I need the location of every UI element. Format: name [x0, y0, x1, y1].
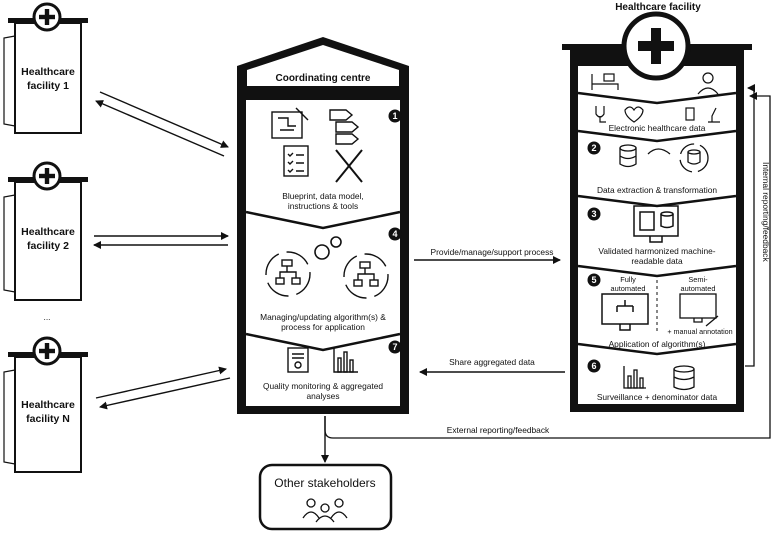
- gears-icon: [314, 236, 342, 260]
- microscope-icon: [708, 107, 720, 123]
- checklist-icon: [283, 145, 309, 177]
- facility-2-line2: facility 2: [27, 240, 69, 252]
- transform-cycle-icon: [679, 143, 709, 173]
- denominator-database-icon: [673, 365, 695, 391]
- algorithm-cycle-icon-left: [265, 251, 311, 297]
- database-icon: [619, 144, 637, 168]
- step-4-line2: process for application: [281, 322, 365, 332]
- semi-automated-monitor-icon: [679, 293, 719, 327]
- doctor-icon: [697, 72, 719, 95]
- step-5-label: Application of algorithm(s): [609, 339, 706, 349]
- bar-chart-icon: [333, 348, 358, 373]
- fully-automated-monitor-icon: [601, 293, 649, 331]
- internal-feedback-label: Internal reporting/feedback: [761, 162, 771, 262]
- step-7-line1: Quality monitoring & aggregated: [263, 381, 383, 391]
- share-label: Share aggregated data: [449, 357, 535, 367]
- monitor-data-icon: [633, 205, 679, 243]
- certificate-icon: [287, 347, 309, 373]
- hospital-bed-icon: [591, 73, 619, 90]
- step-2-label: Data extraction & transformation: [597, 185, 717, 195]
- facility-2-line1: Healthcare: [21, 226, 75, 238]
- step-7-line2: analyses: [306, 391, 339, 401]
- step-number-1: 1: [392, 111, 397, 121]
- step-badge-7: [388, 340, 402, 354]
- provide-label: Provide/manage/support process: [431, 247, 554, 257]
- fully-line1: Fully: [620, 275, 636, 284]
- algorithm-cycle-icon-right: [343, 253, 389, 299]
- facility-2: Healthcare facility 2: [3, 161, 88, 301]
- surveillance-chart-icon: [623, 366, 646, 389]
- semi-line2: automated: [681, 284, 716, 293]
- stakeholders-label: Other stakeholders: [274, 476, 375, 490]
- facility-n-line1: Healthcare: [21, 399, 75, 411]
- step-3-line2: readable data: [631, 256, 683, 266]
- manual-annotation: + manual annotation: [667, 327, 732, 336]
- data-model-icon: [329, 109, 360, 145]
- other-stakeholders: Other stakeholders: [258, 463, 393, 531]
- step-1-line2: instructions & tools: [288, 201, 358, 211]
- stethoscope-icon: [595, 106, 606, 123]
- step-number-3: 3: [591, 209, 596, 219]
- external-feedback-label: External reporting/feedback: [447, 425, 550, 435]
- step-badge-5: [587, 273, 601, 287]
- step-badge-6: [587, 359, 601, 373]
- facility-right-title: Healthcare facility: [615, 2, 701, 13]
- step-number-2: 2: [591, 143, 596, 153]
- step-number-5: 5: [591, 275, 596, 285]
- step-badge-2: [587, 141, 601, 155]
- left-arrows: [93, 91, 231, 410]
- step-1-line1: Blueprint, data model,: [282, 191, 363, 201]
- facility-right: Healthcare facility: [562, 2, 752, 412]
- step-badge-3: [587, 207, 601, 221]
- step-4-line1: Managing/updating algorithm(s) &: [260, 312, 386, 322]
- facility-1-line1: Healthcare: [21, 66, 75, 78]
- heart-icon: [624, 106, 644, 123]
- tools-icon: [335, 149, 363, 183]
- step-3-line1: Validated harmonized machine-: [598, 246, 715, 256]
- semi-line1: Semi-: [688, 275, 708, 284]
- coordinating-title: Coordinating centre: [275, 73, 370, 84]
- facility-1-line2: facility 1: [27, 80, 69, 92]
- step-badge-1: [388, 109, 402, 123]
- step-badge-4: [388, 227, 402, 241]
- step-6-label: Surveillance + denominator data: [597, 392, 718, 402]
- blueprint-icon: [271, 107, 309, 139]
- facility-n-line2: facility N: [26, 413, 70, 425]
- fully-line2: automated: [611, 284, 646, 293]
- pill-bottle-icon: [685, 107, 695, 121]
- ehr-label: Electronic healthcare data: [609, 123, 706, 133]
- facility-1: Healthcare facility 1: [3, 2, 88, 134]
- facilities-ellipsis: ...: [44, 312, 51, 322]
- merge-arrow-icon: [647, 148, 671, 155]
- facility-n: Healthcare facility N: [3, 336, 88, 473]
- step-number-6: 6: [591, 361, 596, 371]
- coordinating-centre: Coordinating centre 1 Blueprint, data mo…: [237, 37, 409, 414]
- people-group-icon: [302, 498, 348, 523]
- internal-feedback-arrow: [745, 84, 755, 367]
- step-number-4: 4: [392, 229, 397, 239]
- step-number-7: 7: [392, 342, 397, 352]
